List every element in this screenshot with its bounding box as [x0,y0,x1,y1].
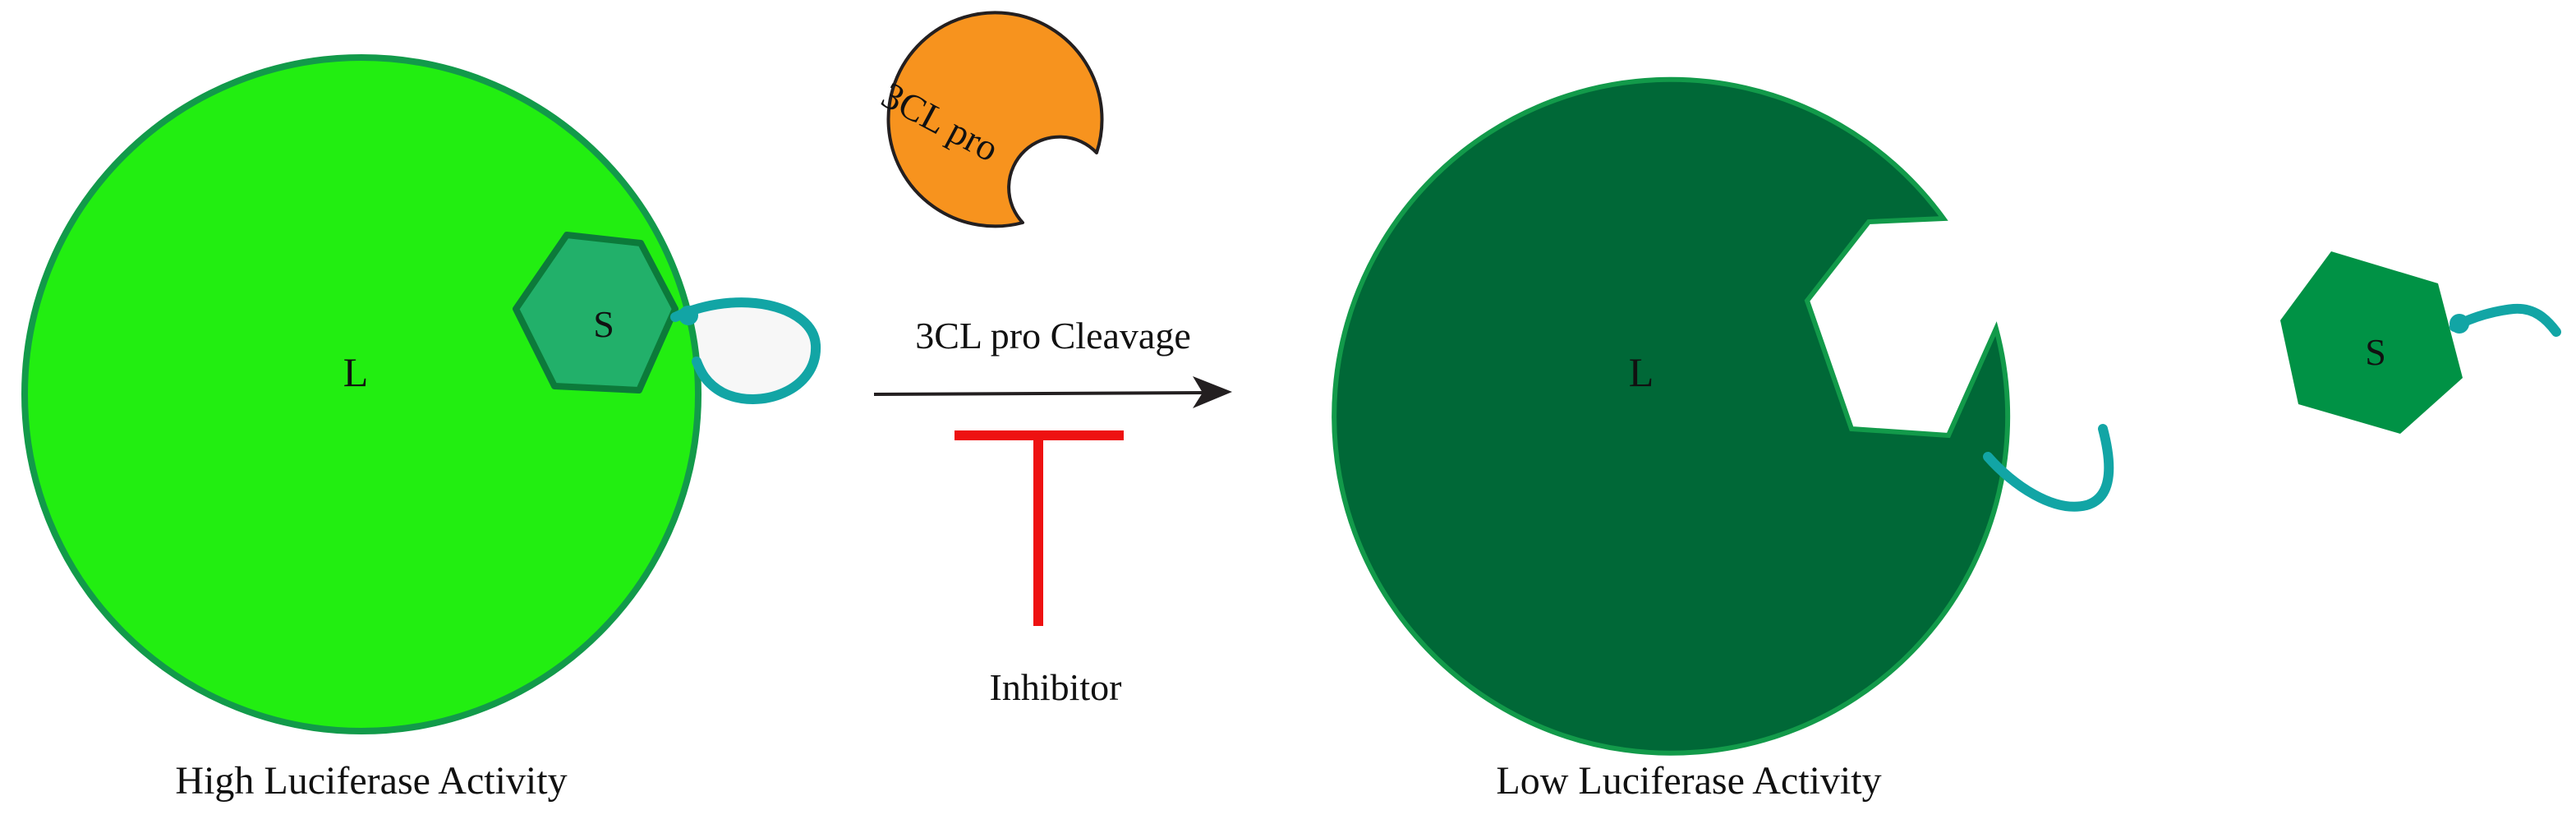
released-substrate-group: S [2280,251,2561,434]
released-linker [2450,303,2561,337]
luciferase-label-left: L [343,349,369,395]
substrate-label-left: S [593,303,614,345]
linker-knot-left [678,306,698,325]
bound-substrate-hexagon [513,232,678,393]
luciferase-cleaved-body [1332,76,2011,756]
reaction-arrowhead [1193,376,1232,408]
released-substrate-hexagon [2280,251,2463,434]
linker-loop-left [686,306,818,394]
cleavage-reaction-group: 3CL pro Cleavage Inhibitor [873,315,1232,708]
cleavage-label: 3CL pro Cleavage [915,315,1191,357]
protease-group: 3CL pro [875,11,1104,228]
released-linker-knot [2450,314,2469,334]
substrate-label-right: S [2365,331,2386,373]
reaction-arrow-shaft [873,391,1208,396]
linker-loop-left-tail [670,297,821,404]
intact-luciferase-group: L S High Luciferase Activity [21,54,821,803]
caption-low-activity: Low Luciferase Activity [1496,759,1881,803]
caption-high-activity: High Luciferase Activity [175,759,567,803]
linker-tail-right [1983,424,2114,512]
luciferase-label-right: L [1629,349,1654,395]
luciferase-intact-circle [21,54,702,734]
inhibitor-label: Inhibitor [990,666,1122,708]
protease-body [886,11,1104,228]
cleaved-luciferase-group: L Low Luciferase Activity [1332,76,2114,803]
